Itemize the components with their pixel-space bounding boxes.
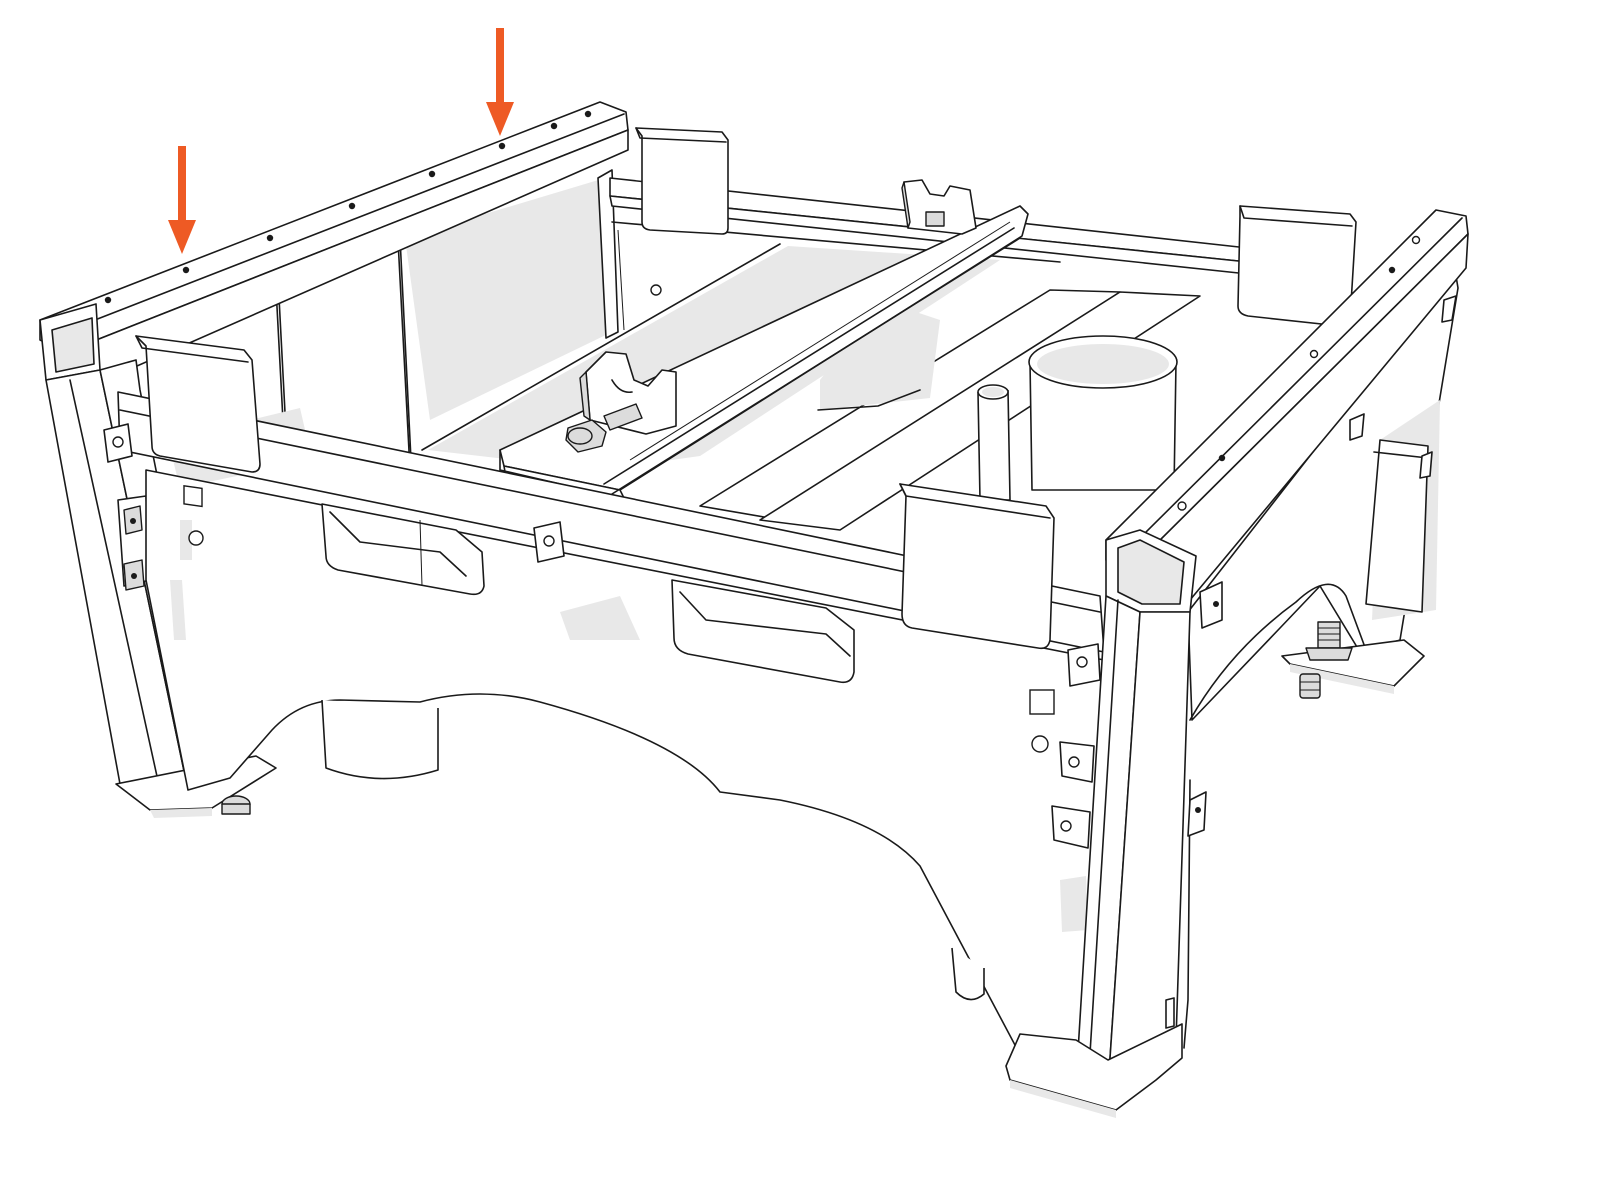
right-side-panel [1183,269,1459,1049]
rear-right-foot [1281,621,1425,699]
right-tube [1028,335,1178,491]
rear-clamp-bracket [901,179,977,235]
handle-center [671,579,855,684]
left-top-rail [39,101,629,385]
front-right-tab [899,483,1055,650]
rear-left-tab [635,127,729,235]
right-front-upright [1005,529,1197,1118]
callout-arrow-left [168,146,196,254]
front-panel [145,469,1105,1081]
front-left-tab [135,335,261,473]
right-small-post [977,384,1011,501]
handle-left [321,503,485,596]
front-clamp-block [565,351,677,453]
callout-arrow-right [486,28,514,136]
